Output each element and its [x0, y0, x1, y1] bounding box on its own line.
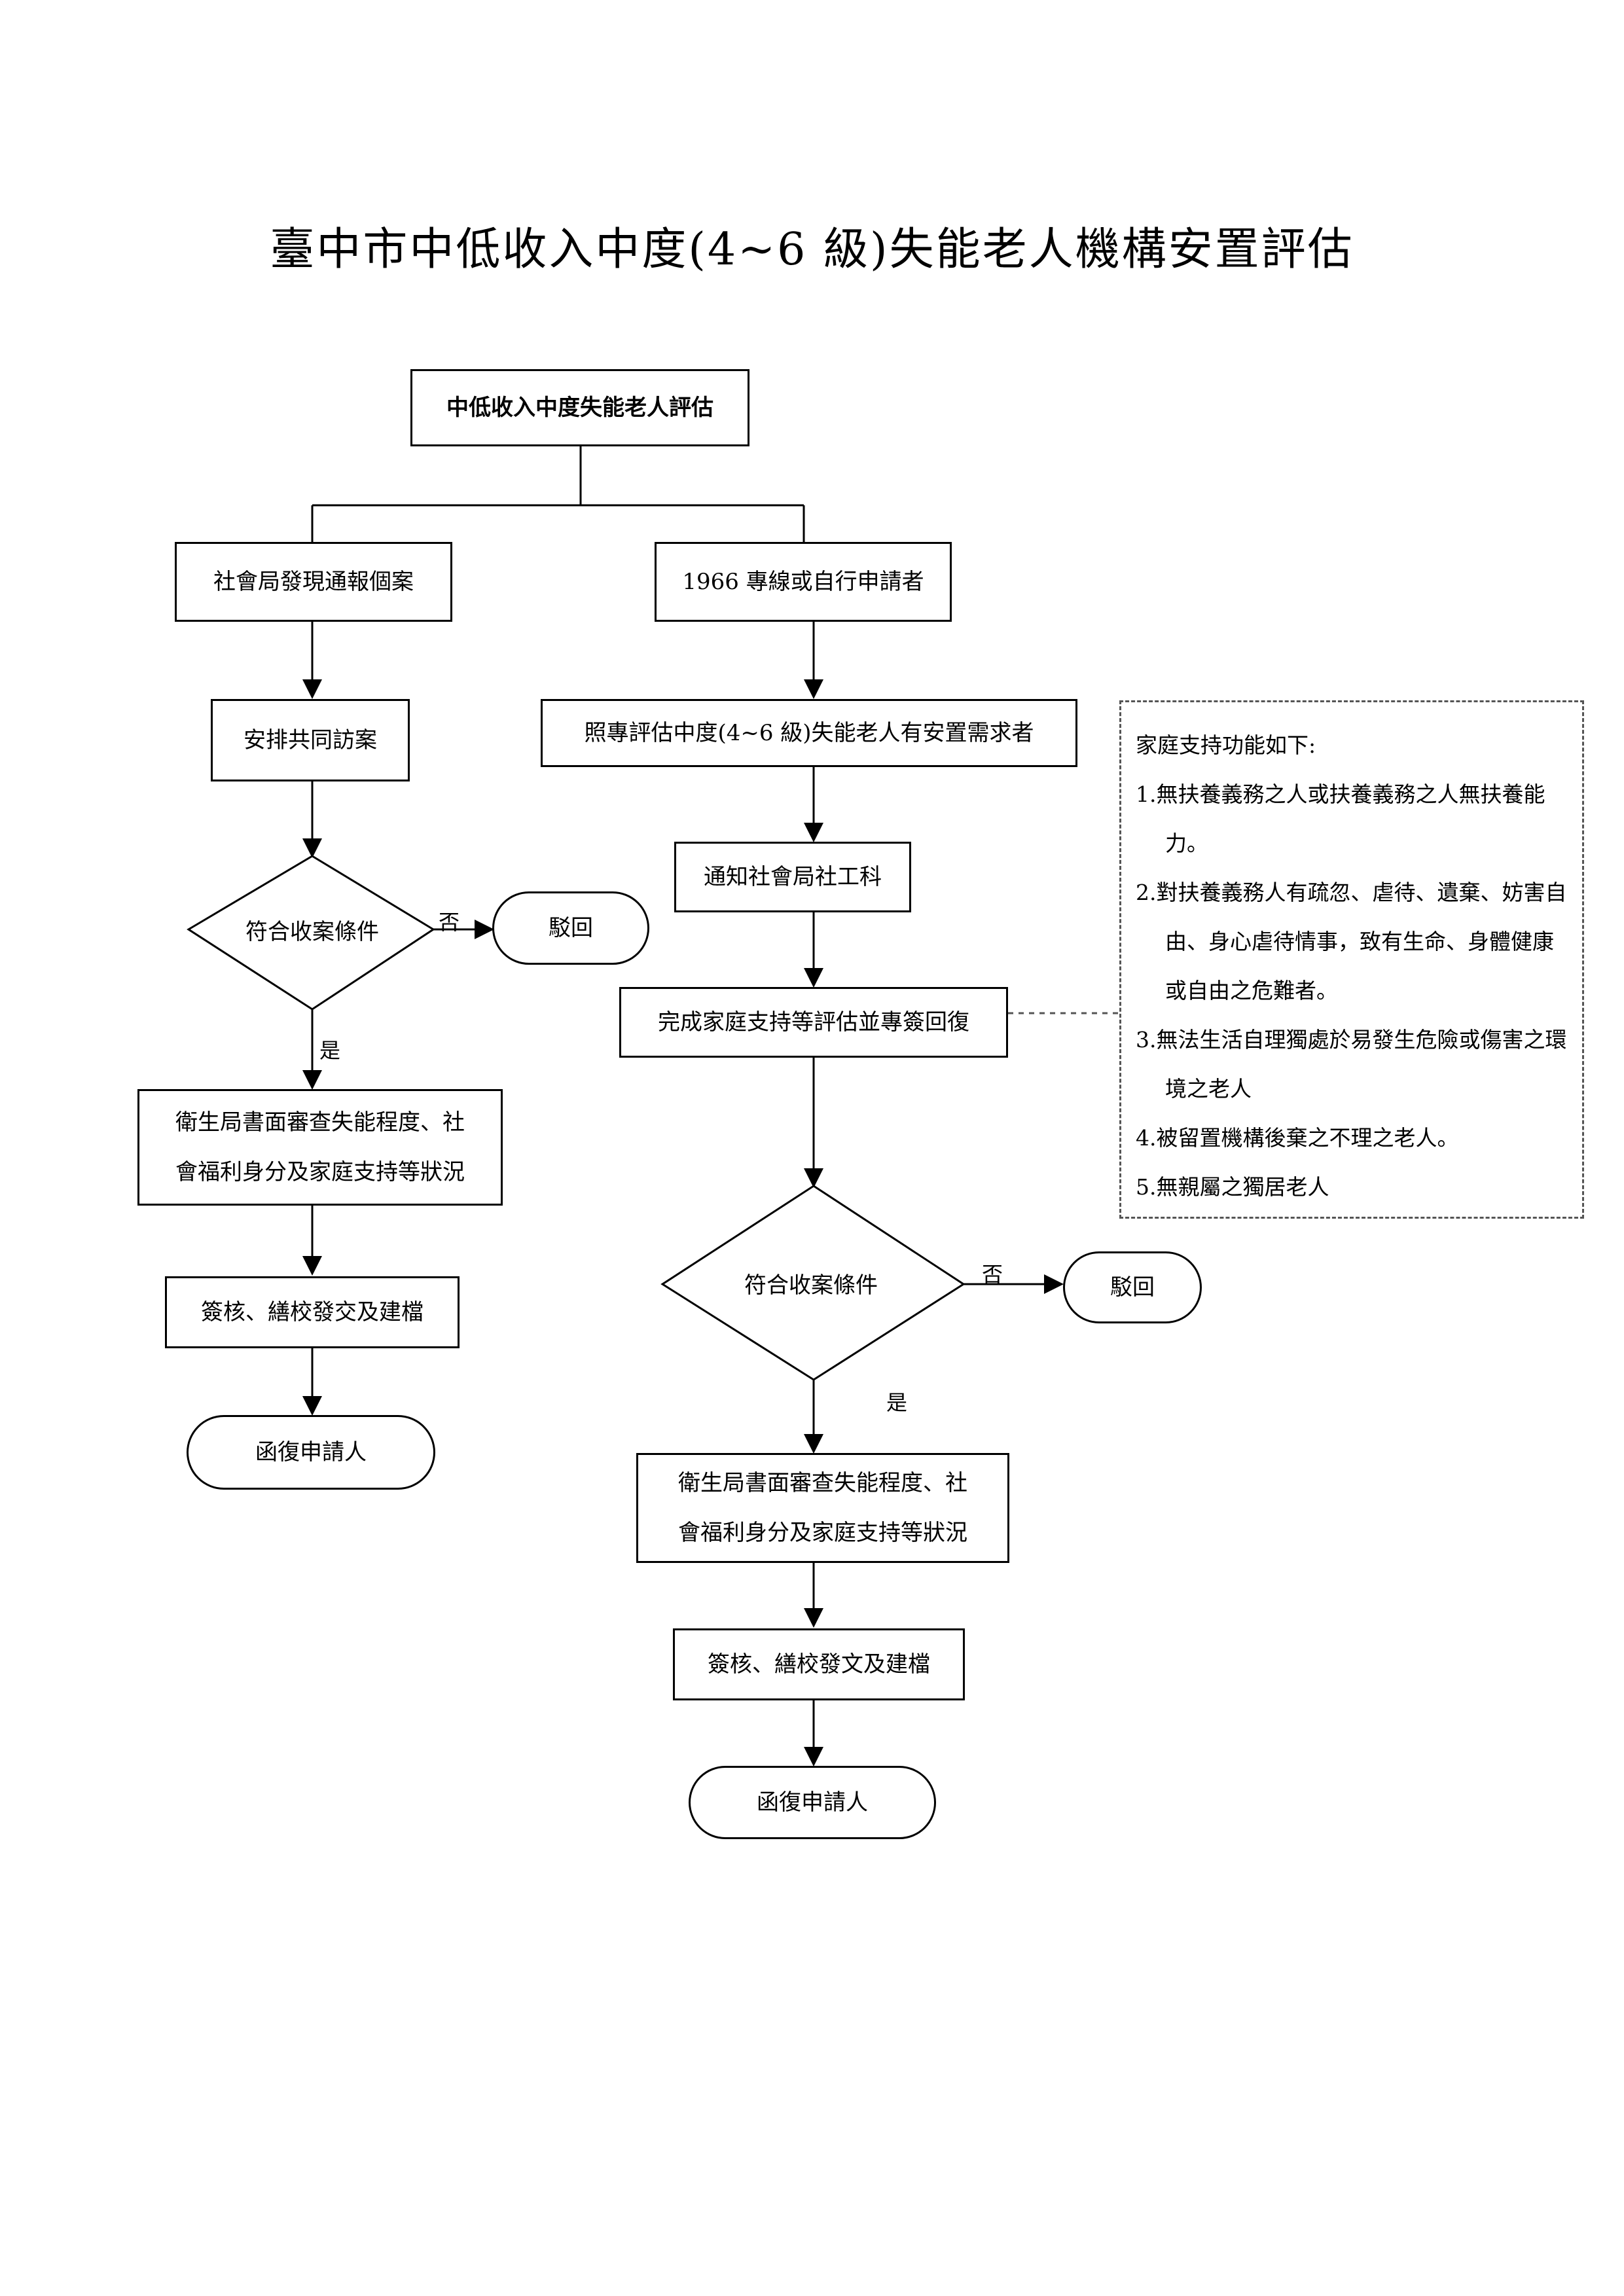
- left-sign-node: 簽核、繕校發交及建檔: [165, 1276, 460, 1348]
- right-review-node: 衛生局書面審查失能程度、社 會福利身分及家庭支持等狀況: [636, 1453, 1009, 1563]
- note-heading: 家庭支持功能如下:: [1136, 732, 1316, 758]
- left-decision-text: 符合收案條件: [245, 919, 379, 945]
- right-sign-node: 簽核、繕校發文及建檔: [673, 1628, 965, 1700]
- left-source-node: 社會局發現通報個案: [175, 542, 452, 622]
- left-yes-label: 是: [319, 1038, 341, 1063]
- page-title: 臺中市中低收入中度(4~6 級)失能老人機構安置評估: [270, 224, 1354, 276]
- left-reply-node: 函復申請人: [187, 1415, 435, 1490]
- right-decision-text: 符合收案條件: [744, 1272, 878, 1299]
- left-decision-diamond: [187, 855, 435, 1011]
- note-item: 2.對扶養義務人有疏忽、虐待、遺棄、妨害自由、身心虐待情事，致有生命、身體健康或…: [1136, 880, 1567, 1003]
- note-item: 1.無扶養義務之人或扶養義務之人無扶養能力。: [1136, 781, 1545, 856]
- right-no-label: 否: [982, 1262, 1003, 1287]
- left-no-label: 否: [439, 910, 460, 935]
- note-item: 5.無親屬之獨居老人: [1136, 1174, 1329, 1200]
- notify-node: 通知社會局社工科: [674, 842, 911, 912]
- right-yes-label: 是: [886, 1390, 908, 1415]
- left-review-node: 衛生局書面審查失能程度、社 會福利身分及家庭支持等狀況: [137, 1089, 503, 1206]
- right-assess-node: 照專評估中度(4~6 級)失能老人有安置需求者: [541, 699, 1077, 767]
- left-reject-node: 駁回: [492, 891, 649, 965]
- right-decision-diamond: [660, 1185, 965, 1381]
- complete-node: 完成家庭支持等評估並專簽回復: [619, 987, 1008, 1058]
- left-visit-node: 安排共同訪案: [211, 699, 410, 781]
- right-reply-node: 函復申請人: [689, 1766, 936, 1839]
- family-support-note: 家庭支持功能如下: 1.無扶養義務之人或扶養義務之人無扶養能力。 2.對扶養義務…: [1119, 700, 1584, 1219]
- note-item: 3.無法生活自理獨處於易發生危險或傷害之環境之老人: [1136, 1027, 1567, 1102]
- start-node: 中低收入中度失能老人評估: [410, 369, 749, 446]
- right-reject-node: 駁回: [1063, 1251, 1202, 1323]
- right-source-node: 1966 專線或自行申請者: [655, 542, 952, 622]
- note-item: 4.被留置機構後棄之不理之老人。: [1136, 1125, 1459, 1151]
